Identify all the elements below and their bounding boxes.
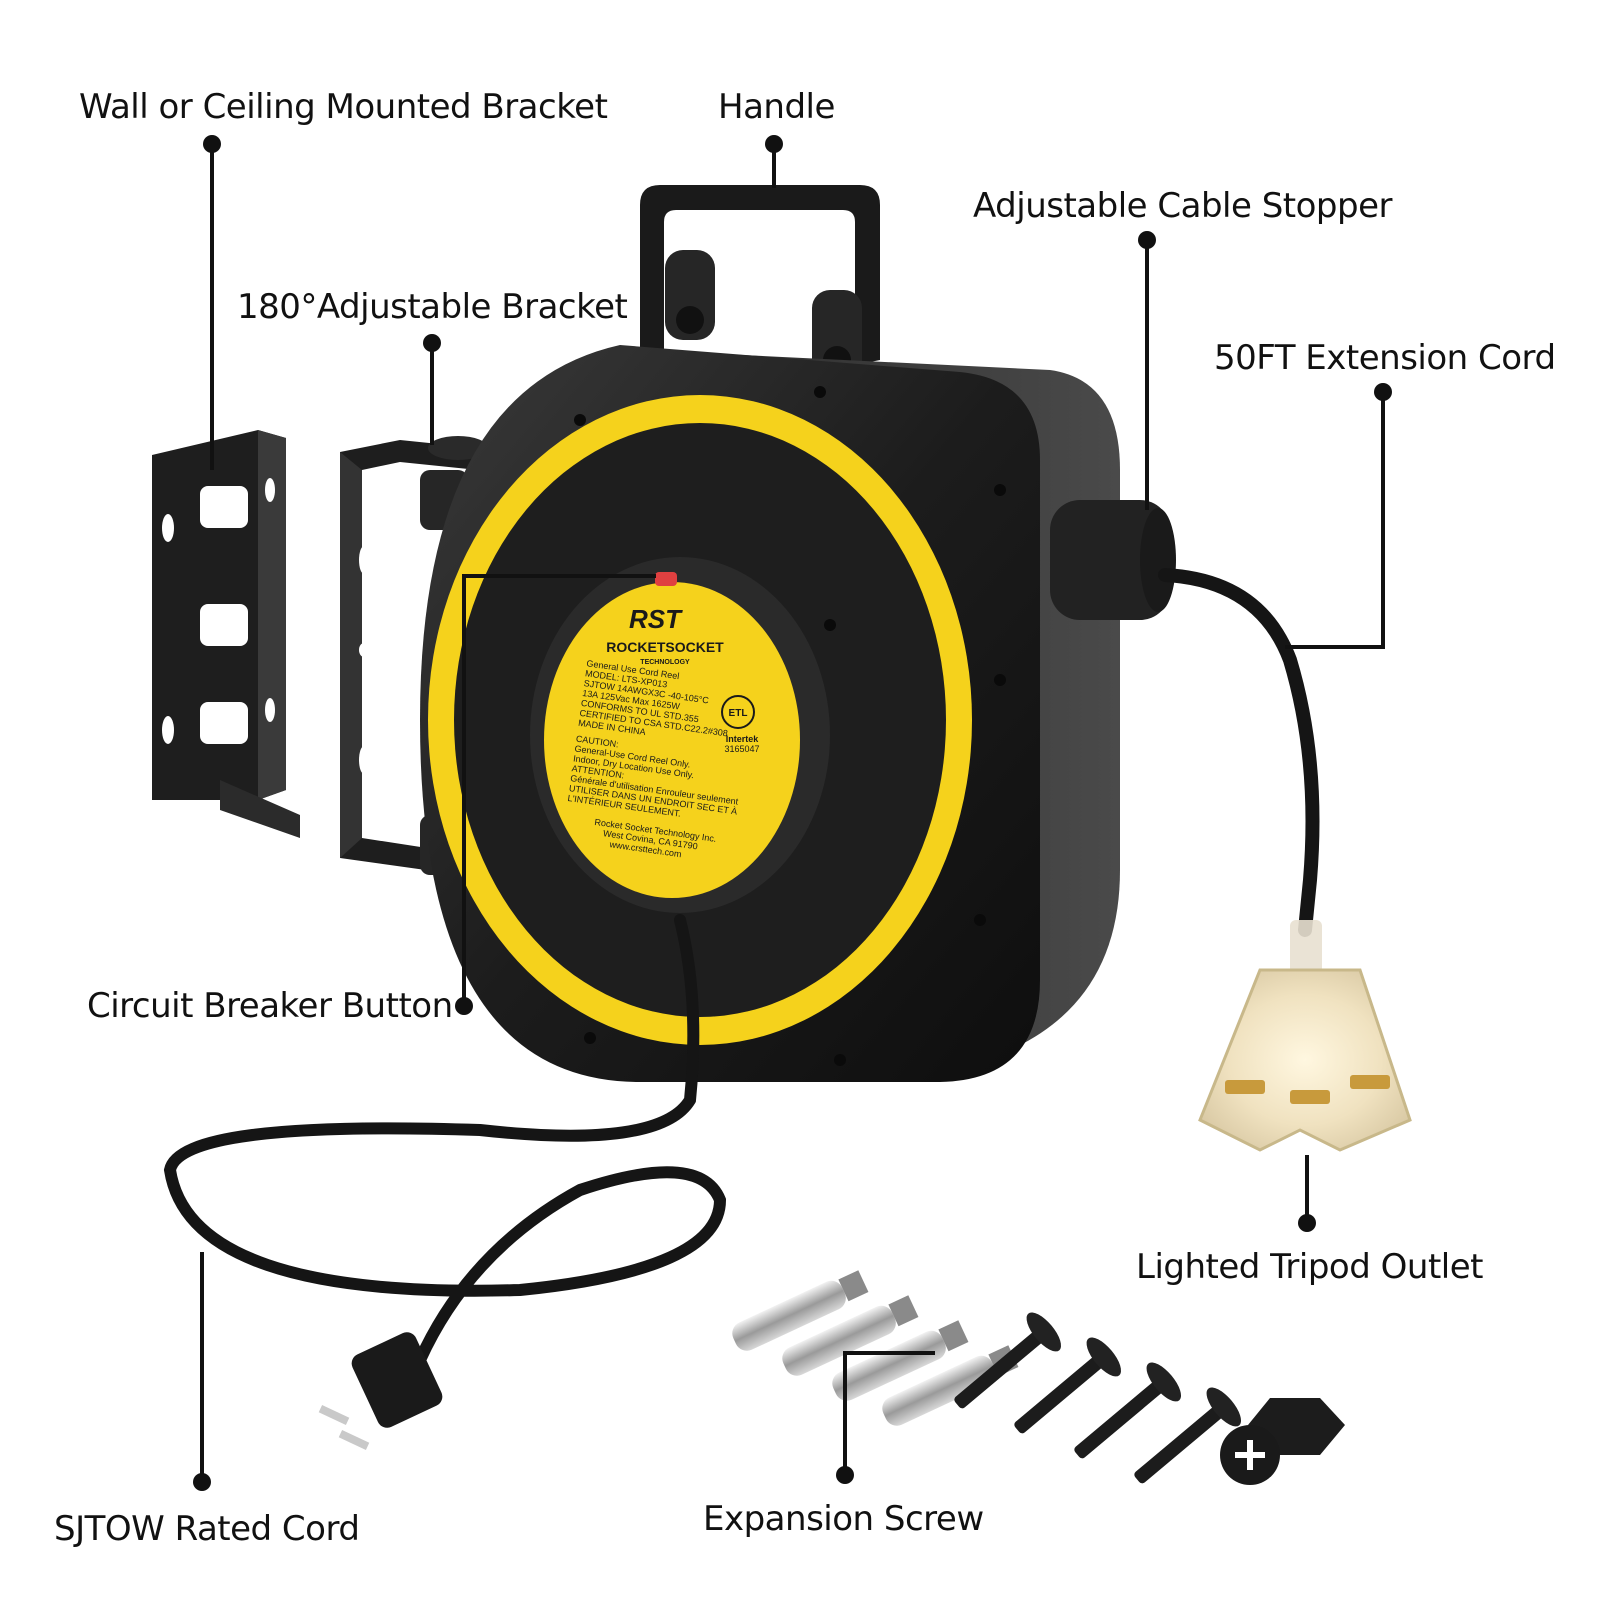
label-handle: Handle — [718, 87, 835, 127]
etl-cert-mark: ETL Intertek 3165047 — [721, 695, 760, 754]
brand-mark: RST — [629, 604, 683, 634]
callout-leaders — [193, 135, 1392, 1491]
callout-labels: Wall or Ceiling Mounted Bracket Handle A… — [54, 87, 1556, 1549]
cert-mark: ETL — [729, 708, 748, 719]
lighted-tripod-outlet — [1198, 920, 1412, 1152]
bolt-and-nut — [1220, 1398, 1345, 1485]
label-extension-cord: 50FT Extension Cord — [1214, 338, 1556, 378]
brand-sub: TECHNOLOGY — [640, 659, 690, 666]
leader-line — [843, 1351, 935, 1475]
reel-label-disc — [544, 582, 800, 898]
label-cable-stopper: Adjustable Cable Stopper — [973, 186, 1392, 226]
sjtow-cord — [163, 914, 727, 1450]
wall-ceiling-bracket — [152, 430, 300, 838]
leader-line — [462, 574, 656, 1006]
adjustable-cable-stopper — [1050, 500, 1176, 620]
plug — [318, 1332, 443, 1450]
label-adjustable-bracket: 180°Adjustable Bracket — [237, 287, 627, 327]
wood-screws — [954, 1312, 1242, 1484]
circuit-breaker-button[interactable] — [655, 572, 677, 586]
label-circuit-breaker-button: Circuit Breaker Button — [87, 986, 453, 1026]
label-wall-ceiling-bracket: Wall or Ceiling Mounted Bracket — [79, 87, 608, 127]
expansion-screws — [732, 1270, 1019, 1426]
cord-reel — [420, 185, 1176, 1082]
leader-line — [1285, 392, 1385, 649]
label-expansion-screw: Expansion Screw — [703, 1499, 984, 1539]
label-tripod-outlet: Lighted Tripod Outlet — [1136, 1247, 1483, 1287]
cert-number: 3165047 — [724, 744, 759, 754]
label-sjtow-cord: SJTOW Rated Cord — [54, 1509, 359, 1549]
brand-name: ROCKETSOCKET — [606, 639, 724, 655]
extension-cord — [1158, 568, 1320, 937]
cert-name: Intertek — [726, 734, 760, 744]
